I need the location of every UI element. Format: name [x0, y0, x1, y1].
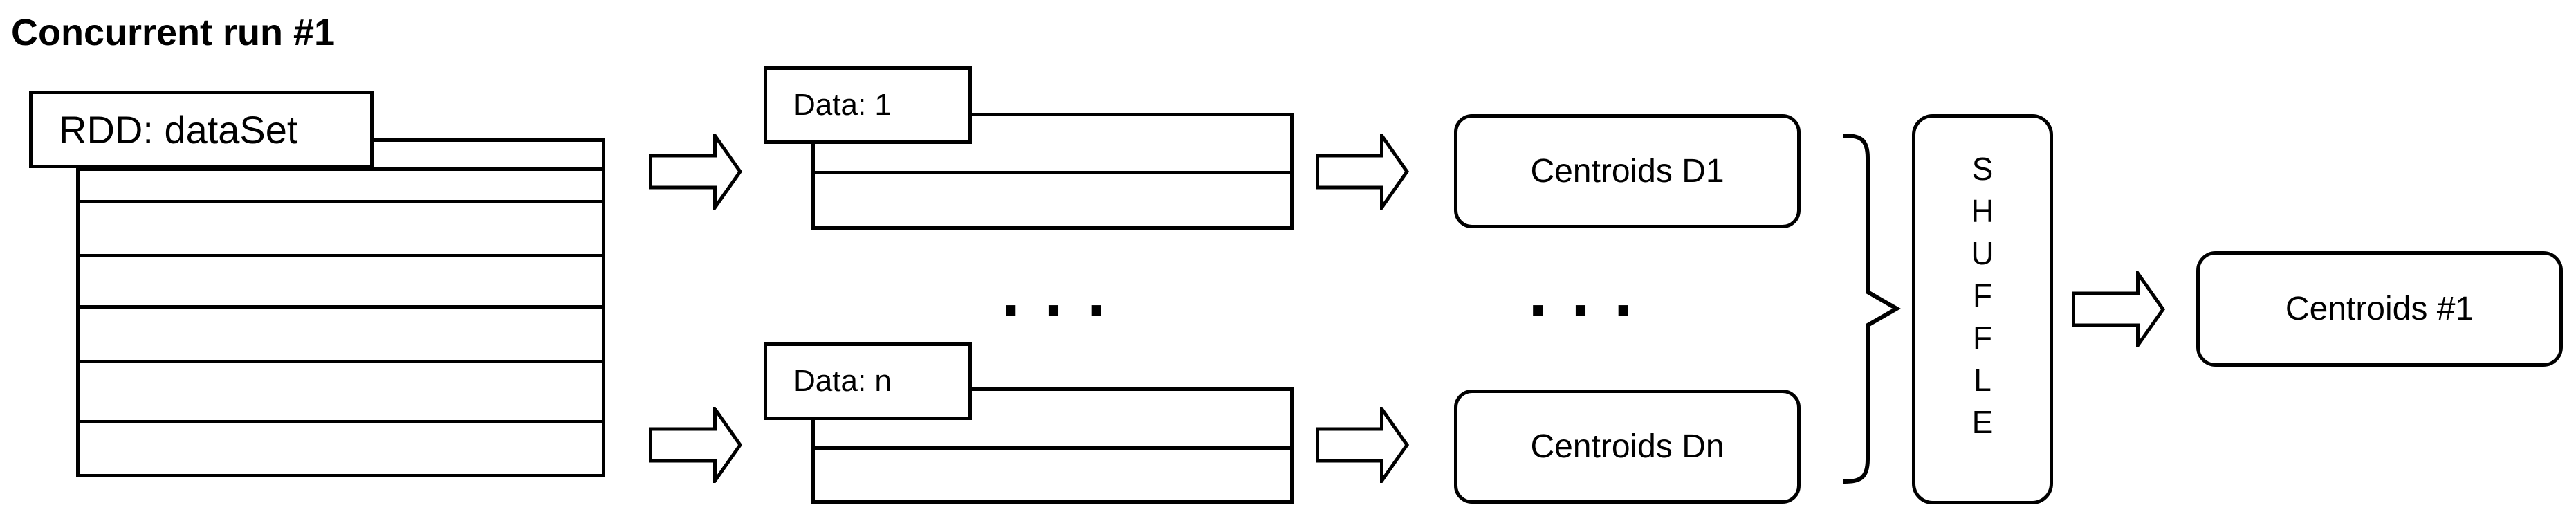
data1-label-box: Data: 1	[764, 66, 972, 144]
data1-row-divider	[815, 171, 1290, 174]
block-arrow-icon	[649, 407, 742, 483]
shuffle-letter: F	[1972, 277, 1993, 313]
rdd-row-divider	[80, 254, 602, 257]
rdd-row-divider	[80, 305, 602, 309]
flow-arrow-rdd-to-datan	[649, 407, 742, 483]
block-arrow-icon	[1316, 407, 1409, 483]
rdd-row-divider	[80, 167, 602, 171]
shuffle-letter: S	[1971, 150, 1994, 187]
page-title: Concurrent run #1	[11, 12, 335, 53]
rdd-table	[76, 138, 605, 477]
rdd-label: RDD: dataSet	[59, 107, 298, 152]
rdd-row-divider	[80, 420, 602, 423]
flow-arrow-data1-to-centroids-d1	[1316, 134, 1409, 210]
ellipsis-partitions: ...	[1001, 253, 1130, 331]
centroids-d1-label: Centroids D1	[1530, 153, 1724, 190]
flow-arrow-datan-to-centroids-dn	[1316, 407, 1409, 483]
block-arrow-icon	[2072, 271, 2165, 347]
ellipsis-centroids: ...	[1528, 253, 1657, 331]
data1-label: Data: 1	[793, 88, 892, 122]
datan-label: Data: n	[793, 364, 892, 398]
group-brace	[1840, 131, 1902, 486]
flow-arrow-rdd-to-data1	[649, 134, 742, 210]
result-label: Centroids #1	[2285, 291, 2474, 327]
block-arrow-icon	[649, 134, 742, 210]
shuffle-letter: E	[1971, 403, 1994, 440]
centroids-dn-label: Centroids Dn	[1530, 428, 1724, 465]
rdd-row-divider	[80, 360, 602, 363]
centroids-dn-box: Centroids Dn	[1454, 390, 1801, 504]
shuffle-letter: H	[1971, 192, 1994, 229]
datan-row-divider	[815, 446, 1290, 450]
centroids-d1-box: Centroids D1	[1454, 114, 1801, 228]
datan-label-box: Data: n	[764, 342, 972, 420]
block-arrow-icon	[1316, 134, 1409, 210]
shuffle-letter: F	[1972, 319, 1993, 356]
rdd-label-box: RDD: dataSet	[29, 91, 374, 168]
curly-brace-icon	[1843, 134, 1902, 484]
shuffle-box: S H U F F L E	[1912, 114, 2053, 504]
result-box: Centroids #1	[2196, 251, 2563, 367]
rdd-row-divider	[80, 200, 602, 203]
shuffle-letter: L	[1974, 361, 1991, 398]
flow-arrow-shuffle-to-result	[2072, 271, 2165, 347]
shuffle-letter: U	[1971, 235, 1994, 271]
